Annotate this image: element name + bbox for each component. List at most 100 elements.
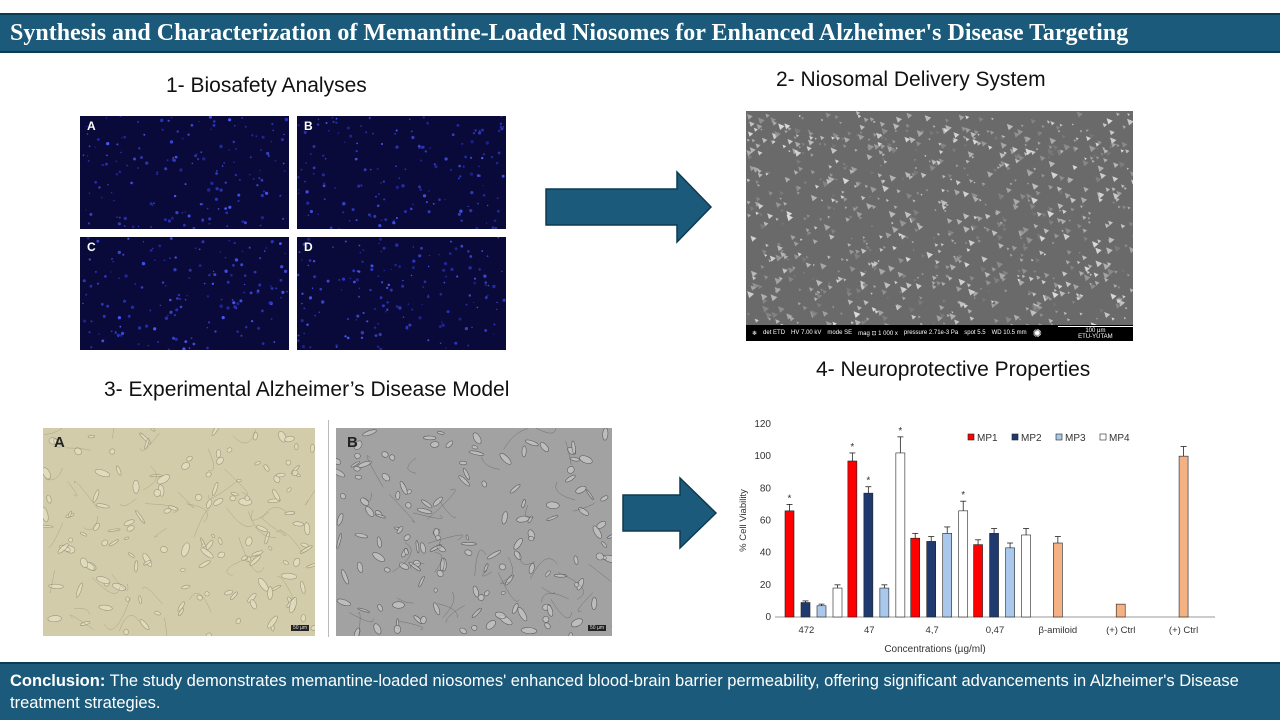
divider: [328, 420, 329, 637]
legend-swatch: [1011, 433, 1019, 441]
chart-bar: [926, 541, 937, 618]
panel-label-d: D: [304, 240, 313, 254]
micrograph-b: B 50 µm: [336, 428, 612, 636]
y-tick-label: 60: [760, 516, 772, 527]
fluorescence-dots-a: [82, 116, 289, 229]
cell-texture-a: [43, 428, 315, 636]
fluorescence-dots-d: [297, 237, 506, 350]
x-tick-label: 4,7: [926, 625, 939, 636]
y-tick-label: 80: [760, 483, 772, 494]
sem-mag-value: 1 000 x: [878, 330, 898, 337]
section-title-neuroprotective: 4- Neuroprotective Properties: [816, 358, 1091, 381]
fluorescence-panel-b: B: [297, 116, 506, 229]
panel-label-c: C: [87, 240, 96, 254]
legend-swatch: [1099, 433, 1107, 441]
snowflake-icon: ❄: [752, 330, 758, 337]
sem-mag-label: mag ⊡: [858, 330, 877, 337]
logo-icon: ✺: [1032, 327, 1042, 340]
chart-bar: [910, 537, 921, 618]
significance-star: *: [961, 490, 965, 501]
chart-bar: [1178, 455, 1189, 618]
conclusion-label: Conclusion:: [10, 672, 106, 690]
sem-scale-value: 100 µm: [1085, 328, 1106, 334]
micrograph-a: A 50 µm: [43, 428, 315, 636]
chart-bar: [879, 587, 890, 618]
panel-label-b: B: [304, 119, 313, 133]
chart-bar: [942, 533, 953, 618]
viability-chart-svg: 0 20 40 60 80 100 120 472 47 4,7 0,47 β-amiloid (+) …: [738, 419, 1215, 655]
y-tick-label: 40: [760, 548, 772, 559]
sem-det-label: det: [763, 330, 772, 336]
legend-label: MP4: [1109, 433, 1130, 444]
micrograph-label-b: B: [347, 434, 358, 451]
sem-det-value: ETD: [773, 330, 786, 336]
y-tick-label: 120: [754, 419, 771, 430]
x-tick-label: 47: [864, 625, 875, 636]
x-tick-label: 0,47: [986, 625, 1005, 636]
arrow-right-icon-2: [622, 476, 718, 550]
cell-texture-b: [336, 428, 612, 636]
chart-bar: [958, 510, 969, 618]
chart-bar: [1005, 547, 1015, 618]
chart-bar: [784, 510, 795, 618]
sem-pressure-value: 2.71e-3 Pa: [928, 330, 959, 336]
section-title-biosafety: 1- Biosafety Analyses: [166, 74, 367, 97]
x-tick-label: (+) Ctrl: [1106, 625, 1135, 636]
y-tick-label: 0: [765, 612, 771, 623]
chart-bar: [1021, 534, 1031, 618]
legend-label: MP3: [1065, 433, 1086, 444]
sem-mode-label: mode: [827, 330, 843, 336]
chart-bar: [1053, 542, 1063, 618]
legend-swatch: [967, 433, 975, 441]
fluorescence-panel-a: A: [80, 116, 289, 229]
chart-bar: [1115, 603, 1126, 618]
sem-mode-value: SE: [844, 330, 853, 336]
fluorescence-panel-c: C: [80, 237, 289, 350]
significance-star: *: [866, 476, 870, 487]
chart-bar: [973, 544, 983, 618]
chart-bar: [989, 533, 999, 618]
x-axis-label: Concentrations (µg/ml): [884, 644, 985, 655]
panel-label-a: A: [87, 119, 96, 133]
viability-chart: 0 20 40 60 80 100 120 472 47 4,7 0,47 β-amiloid (+) …: [730, 414, 1230, 659]
x-tick-label: 472: [798, 625, 814, 636]
x-tick-label: β-amiloid: [1038, 625, 1077, 636]
legend-label: MP2: [1021, 433, 1042, 444]
chart-bar: [800, 602, 811, 618]
chart-bar: [847, 460, 858, 618]
sem-org-value: ETU-YUTAM: [1078, 334, 1113, 340]
sem-image: ❄ det ETD HV 7.00 kV mode SE mag ⊡ 1 000…: [746, 111, 1133, 341]
page-title: Synthesis and Characterization of Memant…: [0, 13, 1280, 53]
fluorescence-dots-c: [82, 237, 288, 350]
section-title-ad-model: 3- Experimental Alzheimer’s Disease Mode…: [104, 378, 510, 401]
sem-wd-value: 10.5 mm: [1003, 330, 1027, 336]
sem-spot-value: 5.5: [977, 330, 986, 336]
micrograph-scale-a: 50 µm: [291, 625, 309, 631]
sem-info-bar: ❄ det ETD HV 7.00 kV mode SE mag ⊡ 1 000…: [746, 325, 1133, 341]
significance-star: *: [788, 493, 792, 504]
y-axis-label: % Cell Viability: [738, 489, 749, 552]
significance-star: *: [898, 426, 902, 437]
sem-spot-label: spot: [964, 330, 976, 336]
sem-wd-label: WD: [991, 330, 1002, 336]
sem-hv-label: HV: [791, 330, 800, 336]
legend-label: MP1: [977, 433, 998, 444]
sem-texture: [746, 111, 1133, 331]
y-tick-label: 100: [754, 451, 771, 462]
arrow-right-icon: [545, 170, 713, 244]
y-tick-label: 20: [760, 580, 772, 591]
chart-bar: [816, 605, 827, 618]
fluorescence-panel-d: D: [297, 237, 506, 350]
fluorescence-dots-b: [297, 116, 505, 229]
section-title-niosomal: 2- Niosomal Delivery System: [776, 68, 1046, 91]
sem-hv-value: 7.00 kV: [801, 330, 822, 336]
conclusion-text: The study demonstrates memantine-loaded …: [10, 672, 1239, 712]
sem-pressure-label: pressure: [903, 330, 928, 336]
micrograph-scale-b: 50 µm: [588, 625, 606, 631]
micrograph-label-a: A: [54, 434, 65, 451]
legend-swatch: [1055, 433, 1063, 441]
chart-bar: [895, 452, 906, 618]
significance-star: *: [850, 442, 854, 453]
chart-bar: [863, 492, 874, 618]
x-tick-label: (+) Ctrl: [1169, 625, 1198, 636]
